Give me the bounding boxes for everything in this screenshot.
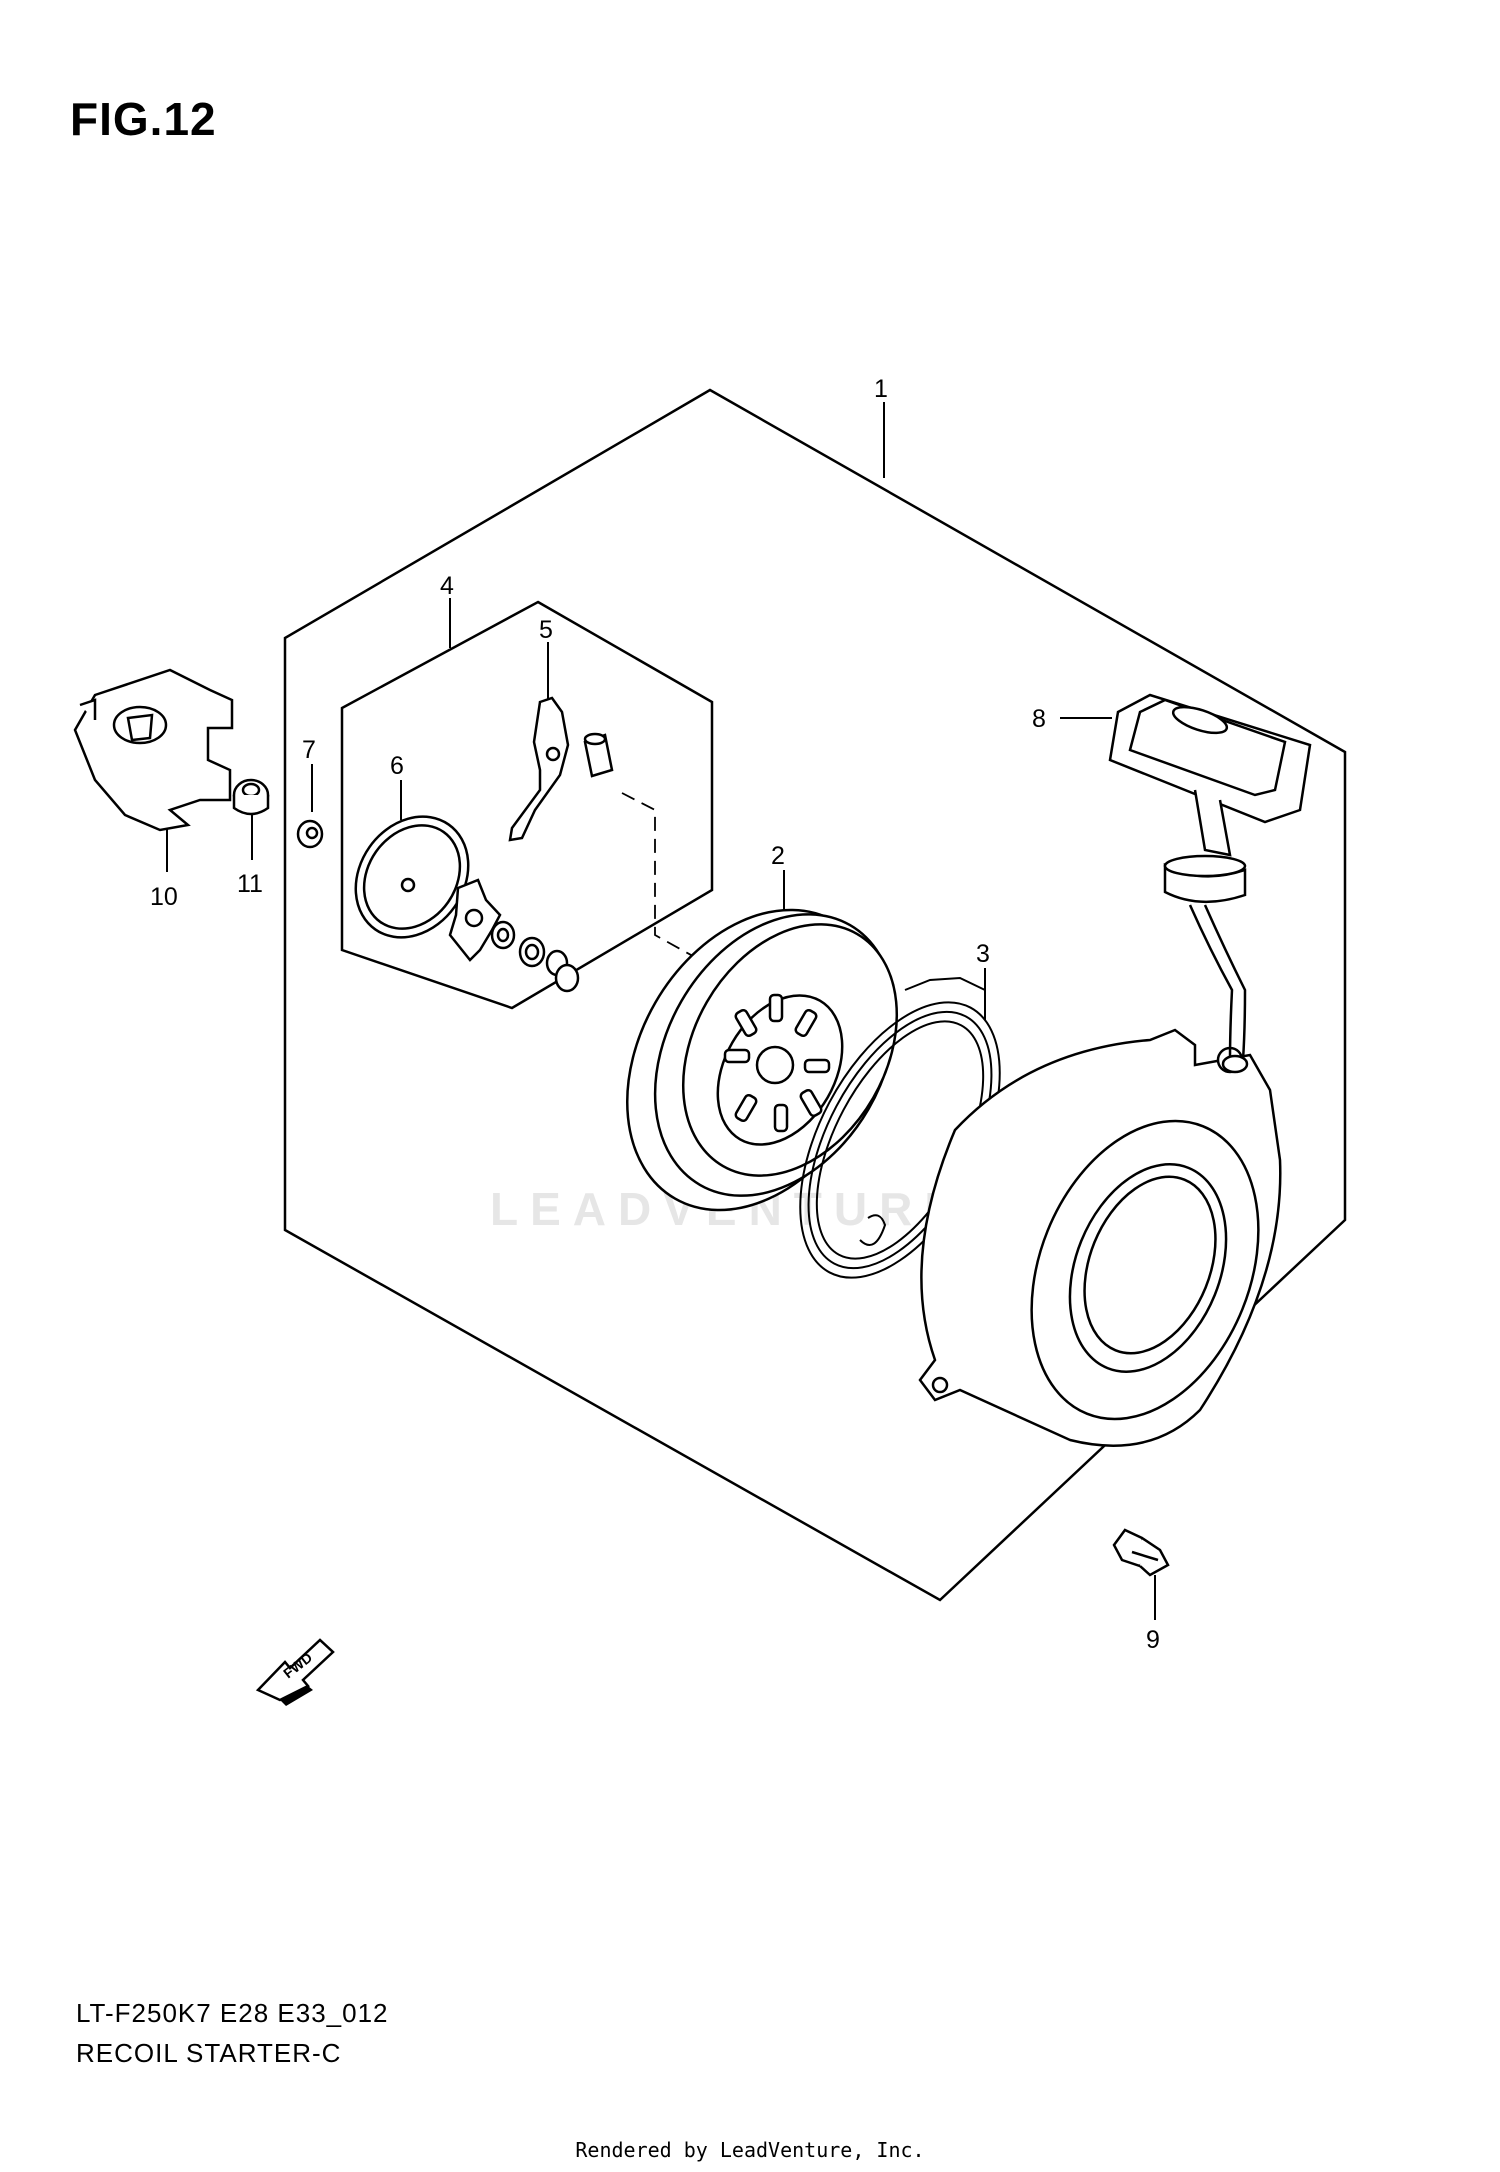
part-10-ratchet-hub: [73, 668, 234, 832]
part-5-pawl: [508, 696, 570, 842]
callout-8: 8: [1032, 705, 1046, 733]
callout-4: 4: [440, 572, 454, 600]
part-1-case: [918, 1028, 1282, 1447]
fwd-arrow-icon: FWD: [255, 1638, 335, 1706]
model-code: LT-F250K7 E28 E33_012: [76, 1998, 389, 2028]
callout-7: 7: [302, 736, 316, 764]
callout-9: 9: [1146, 1626, 1160, 1654]
callout-10: 10: [150, 883, 178, 911]
part-collars: [490, 920, 580, 993]
callout-3: 3: [976, 940, 990, 968]
part-guide-clip: [448, 878, 502, 962]
part-6-friction-plate: [354, 815, 470, 939]
figure-title: FIG.12: [70, 93, 217, 145]
footer-credit: Rendered by LeadVenture, Inc.: [575, 2138, 925, 2162]
callout-labels: 1 2 3 4 5 6 7 8 9 10 11: [150, 375, 1160, 1654]
part-7-nut: [296, 819, 324, 849]
subassembly-outline-4: [340, 600, 714, 1010]
part-8-handle: [1108, 693, 1312, 1074]
model-name: RECOIL STARTER-C: [76, 2038, 342, 2068]
part-11-nut: [232, 778, 270, 816]
callout-5: 5: [539, 616, 553, 644]
callout-2: 2: [771, 842, 785, 870]
callout-1: 1: [874, 375, 888, 403]
callout-11: 11: [237, 870, 263, 898]
assembly-outline-1: [283, 388, 1347, 1602]
callout-6: 6: [390, 752, 404, 780]
part-pin: [583, 732, 614, 778]
part-9-bolt: [1112, 1528, 1170, 1577]
part-2-reel: [626, 908, 899, 1212]
